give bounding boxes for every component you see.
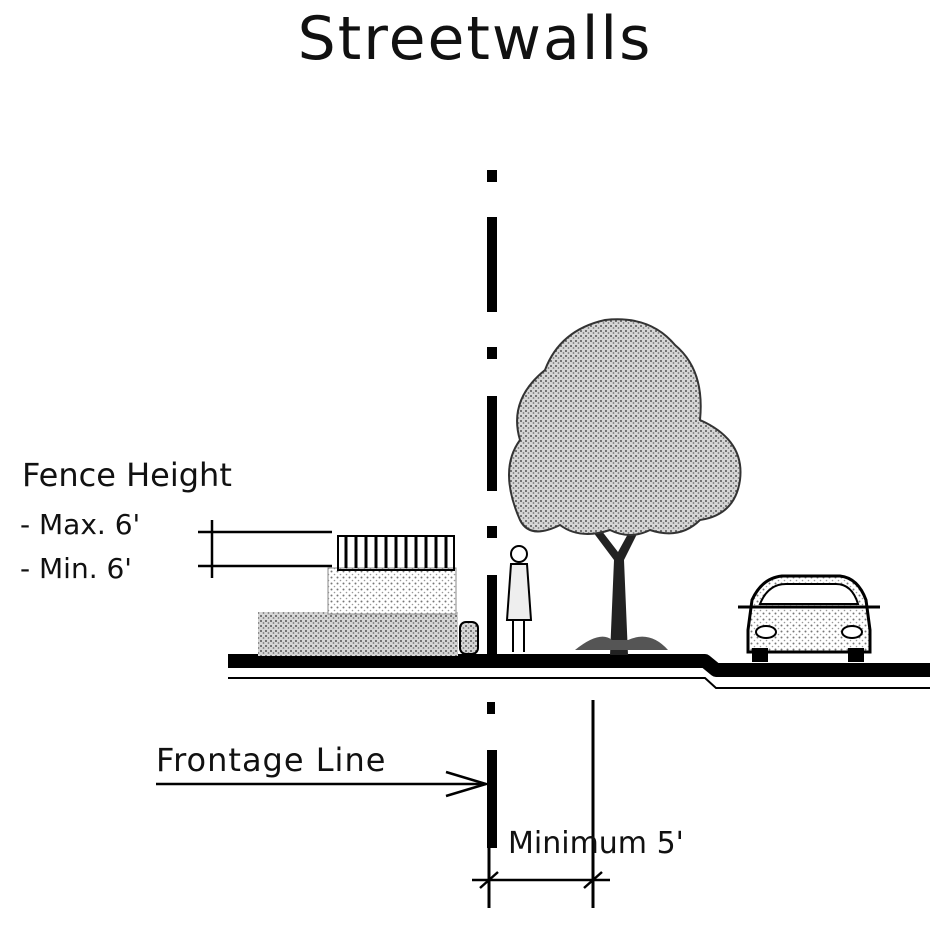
- fence-max-label: - Max. 6': [20, 508, 141, 541]
- building-wall: [258, 535, 458, 656]
- setback-minimum-label: Minimum 5': [508, 826, 684, 861]
- fence-height-dimension: [198, 520, 332, 578]
- frontage-line-label: Frontage Line: [156, 741, 387, 779]
- hydrant-icon: [459, 621, 479, 655]
- tree-illustration: [508, 318, 742, 655]
- frontage-line-dashes: [487, 170, 497, 848]
- curb-line: [228, 677, 930, 689]
- frontage-arrow: [156, 770, 491, 798]
- car-illustration: [738, 574, 880, 662]
- pedestrian-figure: [505, 545, 533, 652]
- ground-line: [228, 654, 930, 677]
- fence-height-heading: Fence Height: [22, 456, 232, 494]
- diagram-title: Streetwalls: [297, 4, 653, 74]
- fence-min-label: - Min. 6': [20, 552, 132, 585]
